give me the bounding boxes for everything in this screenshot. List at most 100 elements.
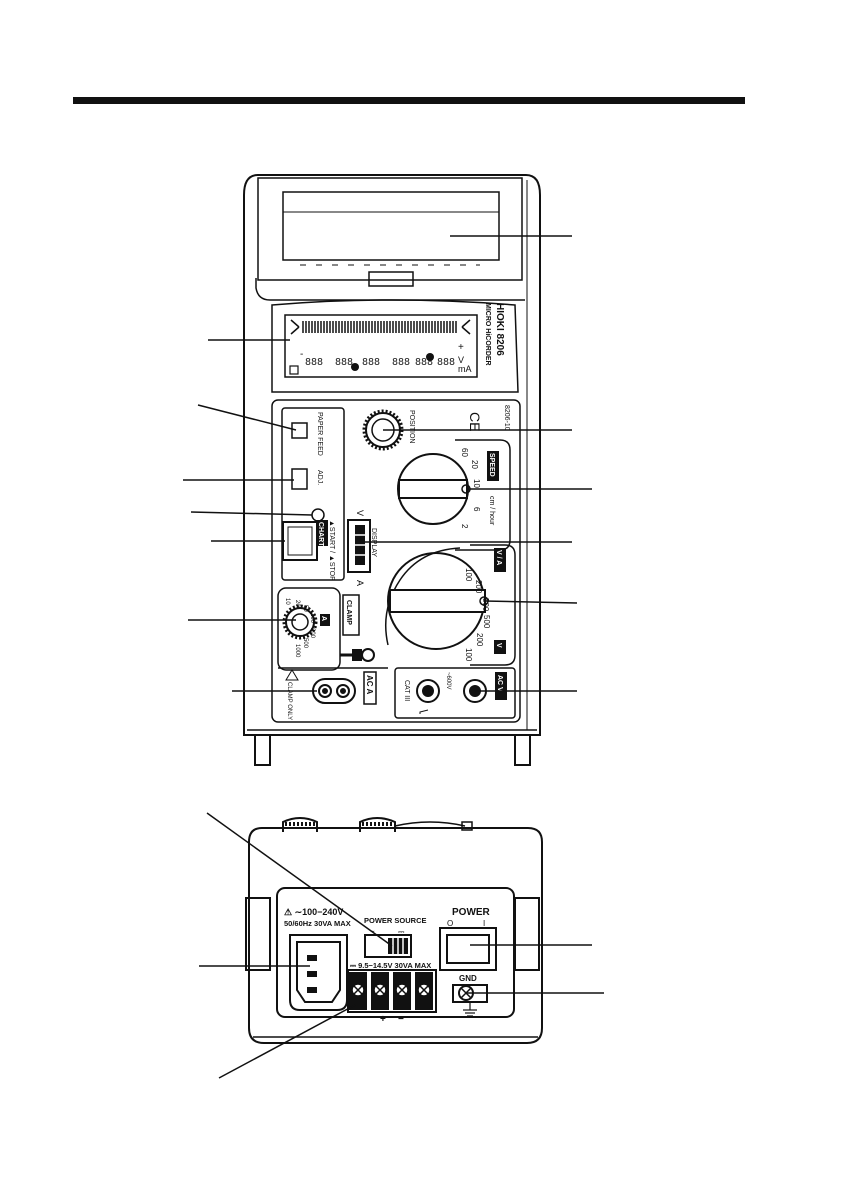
max-voltage-label: ~600V — [445, 672, 451, 690]
clamp-tick: 50 — [302, 605, 308, 612]
lcd-digit: 888 — [362, 357, 380, 368]
voltage-input-terminal-com[interactable] — [416, 679, 440, 703]
lcd-digit: 888 — [415, 357, 433, 368]
range-v-badge-bg — [494, 640, 506, 654]
leader-power-source — [206, 812, 393, 947]
speed-badge: SPEED — [488, 453, 495, 477]
header-rule — [73, 97, 745, 104]
cat-label: CAT III — [403, 680, 410, 701]
clamp-range-knob[interactable] — [282, 604, 318, 640]
speed-badge-bg — [487, 451, 499, 481]
va-badge: V / A — [495, 550, 502, 565]
speed-tick: 20 — [470, 460, 479, 469]
range-a-tick: 100 — [464, 568, 473, 582]
range-panel — [470, 544, 516, 666]
model-name-label: MICRO HiCORDER — [484, 303, 491, 366]
ac-rating-label: ⚠ ∼100−240V — [284, 907, 343, 917]
lcd-bezel — [271, 299, 519, 393]
chart-control-group — [281, 407, 345, 581]
power-switch[interactable] — [439, 927, 497, 971]
right-handle — [514, 897, 540, 971]
dc-rating-label: ⎓ 9.5−14.5V 30VA MAX — [350, 961, 431, 970]
lcd-digit: 888 — [437, 357, 455, 368]
power-on-label: I — [483, 919, 485, 928]
clamp-badge: A — [320, 616, 327, 621]
paper-feed-button[interactable] — [291, 422, 308, 439]
ac-inlet[interactable] — [289, 934, 348, 1011]
gnd-label: GND — [459, 974, 477, 983]
speed-tick: 6 — [472, 507, 481, 512]
power-source-switch[interactable] — [364, 934, 412, 958]
range-a-tick: 200 — [474, 580, 483, 594]
position-label: POSITION — [408, 410, 415, 443]
chart-badge-bg — [316, 520, 328, 546]
speed-tick: 2 — [460, 524, 469, 529]
range-v-tick: 500 — [482, 615, 491, 629]
range-v-badge: V — [495, 643, 502, 648]
front-body — [243, 174, 541, 736]
model-number-label: 8206-10 — [503, 405, 510, 431]
clamp-tick: 200 — [309, 628, 315, 639]
dc-minus-label: − — [398, 1014, 404, 1025]
lcd-indicator — [426, 353, 434, 361]
left-handle — [245, 897, 271, 971]
chart-led — [311, 508, 325, 522]
lcd-plus: + — [458, 342, 464, 353]
front-labels: HIOKI 8206 MICRO HiCORDER - + 888 888 88… — [284, 303, 510, 720]
lcd-indicator — [351, 363, 359, 371]
acv-badge: AC V — [496, 675, 503, 692]
ce-mark: CE — [467, 412, 483, 431]
dc-plus-label: + — [380, 1014, 386, 1025]
range-a-tick: 500 — [481, 598, 490, 612]
display-a-label: A — [355, 580, 365, 586]
control-panel — [271, 399, 521, 723]
leader-paper-feed — [197, 404, 297, 431]
lcd-digit: 888 — [392, 357, 410, 368]
va-badge-bg — [494, 548, 506, 572]
lcd-display — [284, 314, 478, 378]
speed-dial[interactable] — [397, 453, 471, 525]
warning-icon — [285, 669, 299, 681]
speed-tick: 60 — [460, 448, 469, 457]
clamp-badge-bg — [320, 614, 330, 626]
clamp-tick: 500 — [302, 638, 308, 649]
range-v-tick: 200 — [475, 633, 484, 647]
adj-label: ADJ. — [316, 470, 323, 485]
leader-led — [190, 511, 313, 516]
front-leader-lines — [183, 235, 592, 692]
leader-range — [483, 600, 578, 604]
clamp-tick: 10 — [284, 598, 290, 605]
aca-badge-box — [363, 671, 377, 705]
power-label: POWER — [452, 907, 491, 918]
rear-leader-lines — [199, 812, 604, 1079]
lcd-digit: 888 — [305, 357, 323, 368]
lcd-bargraph — [302, 321, 457, 333]
clamp-input-jack[interactable] — [312, 678, 356, 704]
lcd-unit-ma: mA — [458, 364, 472, 374]
start-stop-label: ▲START / ▲STOP — [328, 520, 335, 581]
lcd-digit: 888 — [335, 357, 353, 368]
acv-badge-bg — [495, 672, 507, 700]
clamp-tick: 1000 — [294, 644, 300, 658]
aca-badge: AC A — [365, 675, 374, 694]
front-view — [243, 174, 541, 766]
front-right-leg — [514, 735, 531, 766]
front-left-leg — [254, 735, 271, 766]
lcd-unit-v: V — [458, 355, 464, 365]
rear-body — [248, 827, 543, 1044]
clamp-range-group — [277, 587, 341, 671]
power-source-label: POWER SOURCE — [364, 916, 427, 925]
clamp-label: CLAMP — [345, 600, 352, 625]
display-switch[interactable] — [347, 519, 371, 573]
brand-label: HIOKI 8206 — [494, 303, 505, 356]
dc-terminal-block[interactable] — [347, 969, 437, 1013]
range-v-tick: 100 — [464, 648, 473, 662]
cover-latch — [368, 271, 414, 287]
adj-button[interactable] — [291, 468, 308, 490]
clamp-probe-icon — [340, 648, 375, 662]
power-source-dc: ⎓ — [398, 927, 405, 936]
clamp-only-label: CLAMP ONLY — [286, 682, 292, 720]
clamp-tick: 100 — [309, 613, 315, 624]
printer-cover — [257, 177, 523, 281]
